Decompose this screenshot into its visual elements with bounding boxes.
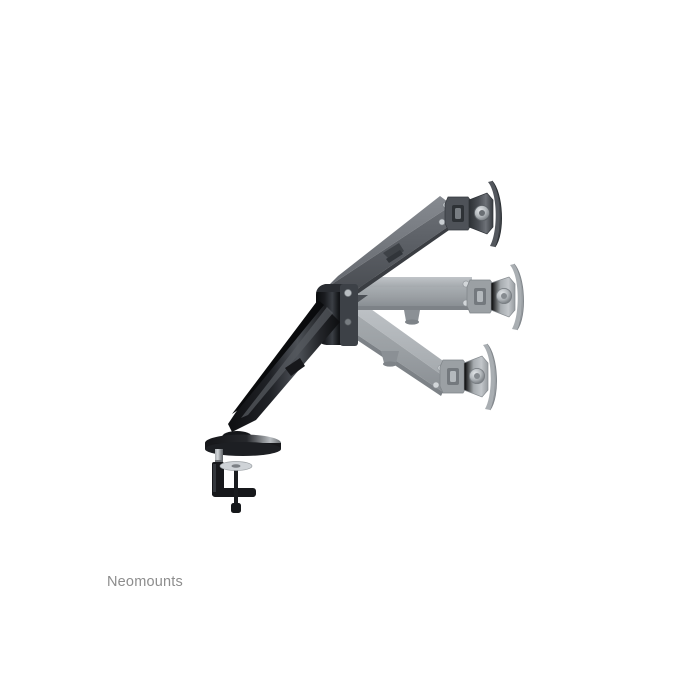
- vesa-plate-top-body: [488, 181, 500, 247]
- upper-arm-level: [352, 277, 472, 325]
- upper-arm-raised-pivot-lower: [438, 218, 446, 226]
- cable-clip: [383, 243, 404, 261]
- vesa-head-middle-pivot-bolt-core: [501, 293, 507, 299]
- cable-clip: [404, 310, 420, 321]
- base-plate-skirt-bottom: [205, 442, 281, 456]
- upper-arm-lowered-pivot-lower: [432, 381, 440, 389]
- cable-clip-base: [386, 250, 403, 263]
- vesa-head-bottom-slot-inner: [450, 371, 456, 382]
- cable-clip-base: [383, 361, 397, 367]
- clamp-body-highlight: [213, 464, 216, 492]
- vesa-head-top-slot-inner: [455, 208, 461, 219]
- desk-clamp: [205, 434, 281, 513]
- brand-wordmark: Neomounts: [107, 574, 183, 590]
- center-hub-face-plate: [340, 284, 358, 346]
- center-hub-pivot-bolt-upper: [344, 289, 352, 297]
- vesa-head-top: [444, 180, 502, 248]
- clamp-screw-knob: [231, 503, 241, 513]
- vesa-head-bottom-pivot-bolt-core: [474, 373, 480, 379]
- upper-arm-lowered-side-face: [332, 305, 446, 392]
- upper-arm-level-top-face: [352, 277, 472, 287]
- vesa-plate-bottom-body: [483, 344, 495, 410]
- clamp-screw-shaft: [234, 466, 238, 508]
- clamp-screw-pad-center: [231, 464, 241, 468]
- lower-arm-edge-shadow: [232, 300, 324, 414]
- upper-arm-lowered: [330, 299, 453, 396]
- upper-arm-level-shadow-edge: [354, 306, 472, 310]
- upper-arm-raised: [326, 196, 452, 318]
- lower-arm: [222, 300, 340, 443]
- upper-arm-level-side-face: [355, 287, 472, 306]
- upper-arm-raised-top-face: [326, 196, 452, 288]
- lower-arm-highlight: [241, 307, 333, 418]
- center-hub-pivot-bolt-lower: [344, 318, 352, 326]
- vesa-head-middle: [466, 263, 524, 331]
- upper-arm-raised-shadow-edge: [334, 224, 452, 309]
- vesa-plate-middle-body: [510, 264, 522, 330]
- vesa-head-top-pivot-bolt-core: [479, 210, 485, 216]
- cable-clip: [381, 351, 399, 363]
- cable-clip: [285, 358, 305, 376]
- vesa-head-middle-slot-inner: [477, 291, 483, 302]
- cable-clip-base: [405, 319, 419, 325]
- vesa-head-bottom: [439, 343, 497, 411]
- center-hub-cap: [316, 284, 344, 295]
- upper-arm-lowered-top-face: [343, 299, 453, 378]
